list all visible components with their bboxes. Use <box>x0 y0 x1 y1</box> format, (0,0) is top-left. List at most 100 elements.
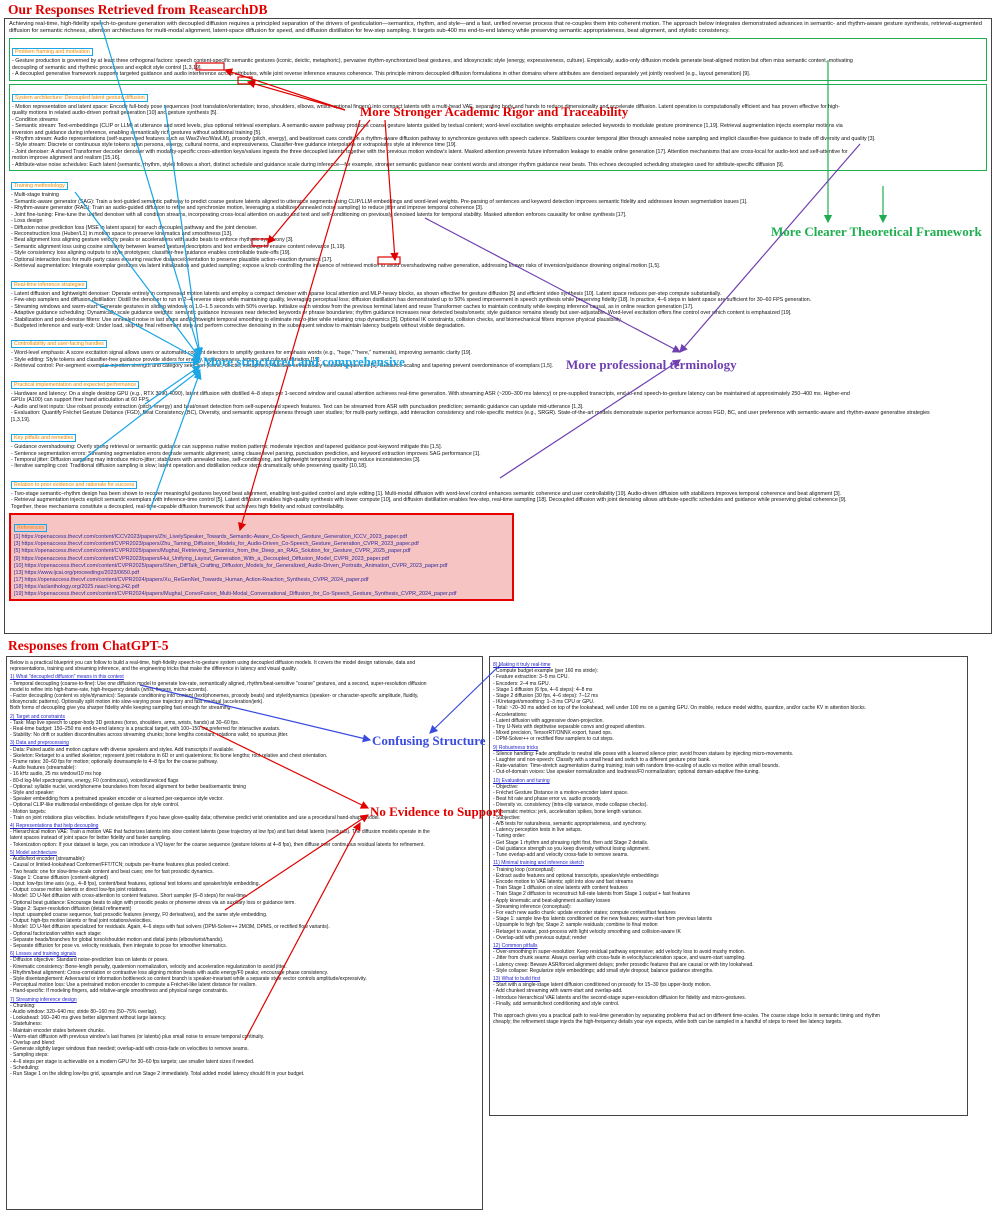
section-heading: Practical implementation and expected pe… <box>11 380 140 389</box>
gpt-line: Both forms of decoupling give you sharpe… <box>10 705 232 712</box>
gpt-line: - IK/retarget/smoothing: 1–3 ms CPU or G… <box>493 699 595 706</box>
section-line: - Two-stage semantic–rhythm design has b… <box>11 490 842 497</box>
section-line: - Loss design <box>11 218 43 225</box>
gpt-line: cheaply; the refinement stage injects th… <box>493 1019 843 1026</box>
gpt-line: - Audio features (streamable): <box>10 765 76 772</box>
section-line: - Hardware and latency: On a single desk… <box>11 390 850 397</box>
gpt-line: - For each new audio chunk: update encod… <box>493 909 676 916</box>
section-2: Training methodology- Multi-stage traini… <box>9 174 987 269</box>
gpt-line: - 4–6 steps per stage is achievable on a… <box>10 1058 255 1065</box>
gpt-line: - Subjective: <box>493 814 521 821</box>
gpt-line: idiosyncratic patterns). Optionally spli… <box>10 699 264 706</box>
section-line: - Few-step samplers and diffusion distil… <box>11 297 812 304</box>
section-heading: System architecture: Decoupled latent ge… <box>12 93 148 102</box>
gpt-line: - Mixed precision, TensorRT/ONNX export,… <box>493 730 613 737</box>
section-line: motion improve alignment and realism [15… <box>12 155 121 162</box>
gpt-line: - Style disentanglement: Adversarial or … <box>10 975 367 982</box>
gpt-line: - Audio/text encoder (streamable): <box>10 856 86 863</box>
gpt-section-heading: 10) Evaluation and tuning <box>493 777 550 784</box>
reference-link[interactable]: [13] https://www.ijcai.org/proceedings/2… <box>14 569 139 576</box>
gpt-line: - Fréchet Gesture Distance in a motion-e… <box>493 790 629 797</box>
section-line: - Semantic stream: Text-embeddings (CLIP… <box>12 123 843 130</box>
gpt-line: - Feature extraction: 3–5 ms CPU. <box>493 674 569 681</box>
section-line: - Retrieval augmentation: Integrate exem… <box>11 263 661 270</box>
gpt-line: - Speaker embedding from a pretrained sp… <box>10 796 224 803</box>
gpt-line: - Warm-start diffusion with previous win… <box>10 1033 265 1040</box>
gpt-section-heading: 11) Minimal training and inference sketc… <box>493 860 584 867</box>
section-3: Real-time inference strategies- Latent d… <box>9 273 987 330</box>
annotation-structured: More structured and comprehensive <box>203 354 405 369</box>
reference-list: [1] https://openaccess.thecvf.com/conten… <box>14 534 509 598</box>
gpt-line: - Tune overlap-add and velocity cross-fa… <box>493 852 629 859</box>
gpt-line: - Extract audio features and optional tr… <box>493 872 659 879</box>
gpt-line: - Input: low-fps time axis (e.g., 4–8 fp… <box>10 880 260 887</box>
gpt-line: - Tokenization option: If your dataset i… <box>10 841 425 848</box>
section-heading: Key pitfalls and remedies <box>11 434 77 443</box>
gpt-line: - Silence handling: Fade amplitude to ne… <box>493 750 794 757</box>
reference-link[interactable]: [5] https://openaccess.thecvf.com/conten… <box>14 548 411 555</box>
section-heading: Controllability and user-facing handles <box>11 340 107 349</box>
section-line: - Gesture production is governed by at l… <box>12 58 853 65</box>
gpt-line: - Lookahead: 160–240 ms gives better ali… <box>10 1015 167 1022</box>
annotation-confusing: Confusing Structure <box>372 733 486 748</box>
gpt-section-heading: 3) Data and preprocessing <box>10 740 69 747</box>
reference-link[interactable]: [1] https://openaccess.thecvf.com/conten… <box>14 534 408 541</box>
section-line: Together, these mechanisms constitute a … <box>11 503 345 510</box>
intro-line: Achieving real-time, high-fidelity speec… <box>9 21 903 27</box>
section-line: - Retrieval augmentation injects explici… <box>11 497 847 504</box>
gpt-line: - Apply kinematic and beat-alignment aux… <box>493 897 611 904</box>
reference-link[interactable]: [17] https://openaccess.thecvf.com/conte… <box>14 576 369 583</box>
gpt-line: - Introduce hierarchical VAE latents and… <box>493 994 747 1001</box>
gpt-line: - Total: ~20–30 ms added on top of the l… <box>493 705 867 712</box>
gpt-line: - Separate heads/branches for global tor… <box>10 936 224 943</box>
section-1: System architecture: Decoupled latent ge… <box>9 83 987 172</box>
gpt-line: - Hand-specific: If modeling fingers, ad… <box>10 988 229 995</box>
gpt-line: model to refine into high-frame-rate, hi… <box>10 686 208 693</box>
gpt-line: - Latent diffusion with aggressive down-… <box>493 717 604 724</box>
gpt-line: - Compute budget example (per 160 ms str… <box>493 668 599 675</box>
gpt-line: - Dial guidance strength so you keep div… <box>493 845 651 852</box>
section-7: Relation to prior evidence and rationale… <box>9 473 987 510</box>
gpt-line: - Diversity vs. consistency (intra-clip … <box>493 802 648 809</box>
gpt-line: - Run Stage 1 on the sliding low-fps gri… <box>10 1071 305 1077</box>
gpt-line: - Sampling steps: <box>10 1052 49 1059</box>
section-line: - Latent diffusion and lightweight denoi… <box>11 290 722 297</box>
reference-link[interactable]: [18] https://aclanthology.org/2025.naacl… <box>14 583 140 590</box>
gpt-line: - Diffusion objective: Standard noise-pr… <box>10 957 169 964</box>
top-title: Our Responses Retrieved from ReasearchDB <box>8 2 268 17</box>
references-box: References [1] https://openaccess.thecvf… <box>9 513 514 602</box>
gpt-line: - Finally, add semantic/text conditionin… <box>493 1000 620 1007</box>
section-line: - Style stream: Discrete or continuous s… <box>12 142 457 149</box>
gpt-line: - Hierarchical motion VAE: Train a motio… <box>10 829 430 836</box>
section-5: Practical implementation and expected pe… <box>9 373 987 423</box>
gpt-line: - Start with a single-stage latent diffu… <box>493 982 712 989</box>
gpt-line: - Two heads: one for slow-time-scale con… <box>10 868 214 875</box>
annotation-framework: More Clearer Theoretical Framework <box>771 224 982 239</box>
annotation-rigor: More Stronger Academic Rigor and Traceab… <box>360 104 629 119</box>
gpt-line: - Overlap and blend: <box>10 1039 56 1046</box>
gpt-line: - Stage 2: Super-resolution diffusion (d… <box>10 905 132 912</box>
gpt-line: - Objective: <box>493 783 519 790</box>
gpt-line: - Beat hit rate and phase error vs. audi… <box>493 796 602 803</box>
reference-link[interactable]: [9] https://openaccess.thecvf.com/conten… <box>14 555 390 562</box>
references-heading: References <box>14 524 48 533</box>
reference-link[interactable]: [19] https://openaccess.thecvf.com/conte… <box>14 591 457 597</box>
gpt-line: - Audio window: 320–640 ms; stride 80–16… <box>10 1008 158 1015</box>
gpt-line: - Output: high-fps motion latents or fin… <box>10 918 153 925</box>
gpt-section-heading: 8) Making it truly real-time <box>493 662 551 668</box>
gpt-line: - Encode motion to VAE latents; split in… <box>493 878 633 885</box>
section-line: - Guidance overshadowing: Overly strong … <box>11 444 443 451</box>
section-line: - Semantic-aware generator (SAG): Train … <box>11 198 748 205</box>
gpt-section-heading: 9) Robustness tricks <box>493 744 539 751</box>
gpt-line: - Kinematic consistency: Bone-length pen… <box>10 963 287 970</box>
reference-link[interactable]: [10] https://openaccess.thecvf.com/conte… <box>14 562 448 569</box>
gpt-line: - Separate diffusion for pose vs. veloci… <box>10 942 227 949</box>
gpt-line: - Rhythm/beat alignment: Cross-correlati… <box>10 969 329 976</box>
gpt-line: - Stage 2 diffusion (30 fps, 4–6 steps):… <box>493 693 598 700</box>
section-line: [1,3,19]. <box>11 416 31 423</box>
gpt-line: - DPM-Solver++ or rectified flow sampler… <box>493 736 614 743</box>
gpt-line: - Stage 1 diffusion (6 fps, 4–6 steps): … <box>493 686 593 693</box>
gpt-section-heading: 13) What to build first <box>493 975 541 982</box>
gpt-line: - Style collapse: Regularize style embed… <box>493 967 714 974</box>
reference-link[interactable]: [3] https://openaccess.thecvf.com/conten… <box>14 541 419 548</box>
